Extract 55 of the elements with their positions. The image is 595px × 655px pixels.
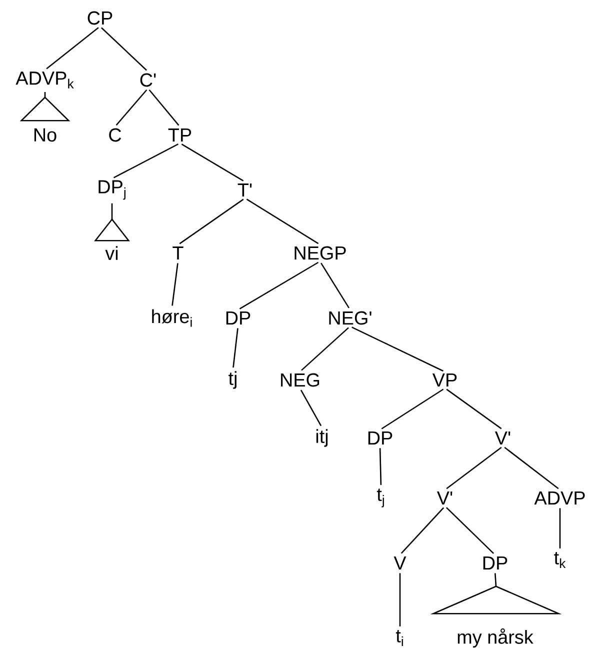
tree-label: t$_{i}$: [396, 630, 403, 646]
tree-label: DP: [368, 432, 392, 445]
tree-branch: [559, 508, 561, 548]
tree-label: høre$_{i}$: [152, 309, 192, 327]
tree-branch: [179, 198, 244, 244]
tree-branch: [446, 446, 502, 490]
tree-branch: [300, 390, 322, 426]
tree-label: T': [238, 184, 252, 197]
tree-branch: [181, 144, 244, 182]
tree-label: itj: [316, 429, 328, 447]
tree-branch: [113, 144, 179, 178]
tree-label: NEG: [281, 373, 320, 387]
tree-branch: [446, 388, 502, 430]
tree-label: NEG': [329, 311, 372, 325]
tree-label: CP: [88, 11, 112, 25]
tree-branch: [46, 27, 99, 70]
tree-branch: [400, 507, 444, 554]
tree-branch: [379, 448, 382, 486]
tree-branch: [111, 203, 113, 220]
tree-branch: [232, 328, 238, 368]
tree-label: NEGP: [294, 246, 346, 260]
tree-branch: [381, 388, 444, 430]
tree-branch: [320, 262, 350, 308]
tree-branch: [246, 198, 319, 244]
tree-label: V': [436, 492, 452, 505]
tree-branch: [172, 263, 178, 306]
tree-branch: [494, 573, 497, 586]
tree-branch: [116, 89, 148, 126]
tree-branch: [446, 507, 494, 554]
tree-branch: [239, 262, 319, 310]
tree-label: DP$_{j}$: [98, 180, 126, 200]
tree-label: tj: [228, 371, 236, 389]
tree-branch: [44, 92, 46, 98]
tree-label: t$_{j}$: [376, 488, 384, 508]
tree-label: ADVP$_{k}$: [16, 72, 74, 88]
tree-label: C': [140, 73, 156, 87]
tree-label: No: [34, 128, 56, 142]
tree-label: vi: [105, 246, 118, 260]
tree-label: V: [394, 556, 406, 570]
tree-label: t$_{k}$: [554, 552, 566, 568]
tree-branch: [101, 27, 147, 71]
tree-label: my nårsk: [458, 628, 534, 648]
tree-label: DP: [226, 312, 250, 325]
tree-label: T: [172, 246, 184, 260]
tree-branch: [504, 446, 559, 490]
tree-label: C: [109, 128, 122, 142]
tree-branch: [352, 326, 444, 372]
tree-branch: [301, 327, 349, 371]
tree-label: ADVP: [534, 492, 585, 505]
tree-label: DP: [483, 556, 508, 570]
tree-label: V': [494, 432, 510, 445]
tree-label: VP: [432, 374, 457, 387]
tree-branch: [148, 89, 180, 126]
tree-branch: [399, 573, 401, 626]
tree-label: TP: [168, 128, 192, 142]
